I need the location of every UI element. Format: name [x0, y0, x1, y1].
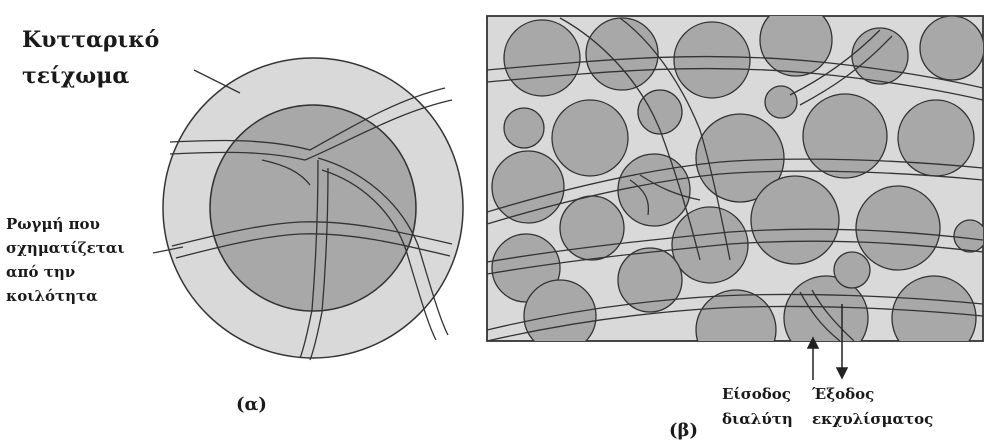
cell-interior — [210, 105, 416, 311]
cell-circle — [618, 154, 690, 226]
cell-circle — [920, 16, 984, 80]
cell-wall-label: Κυτταρικό τείχωμα — [22, 22, 159, 94]
cell-wall-label-line1: Κυτταρικό — [22, 22, 159, 58]
extract-outlet-label: Έξοδος εκχυλίσματος — [812, 382, 933, 432]
panel-b-caption: (β) — [669, 420, 698, 441]
crack-label-line4: κοιλότητα — [6, 284, 125, 308]
crack-label-line3: από την — [6, 260, 125, 284]
panel-b-bed — [487, 4, 985, 380]
outlet-arrowhead — [837, 368, 847, 378]
cell-circle — [586, 18, 658, 90]
cell-circle — [803, 94, 887, 178]
cell-circle — [552, 100, 628, 176]
outlet-label-line1: Έξοδος — [812, 382, 933, 407]
crack-label-line2: σχηματίζεται — [6, 236, 125, 260]
cell-circle — [856, 186, 940, 270]
cell-circle — [751, 176, 839, 264]
cell-circle — [834, 252, 870, 288]
solvent-inlet-label: Είσοδος διαλύτη — [722, 382, 793, 432]
inlet-label-line2: διαλύτη — [722, 407, 793, 432]
cell-circle — [672, 207, 748, 283]
cell-circle — [504, 20, 580, 96]
cell-circle — [638, 90, 682, 134]
inlet-label-line1: Είσοδος — [722, 382, 793, 407]
cell-circle — [954, 220, 985, 252]
cell-wall-label-line2: τείχωμα — [22, 58, 159, 94]
cell-circle — [765, 86, 797, 118]
cell-circle — [852, 28, 908, 84]
outlet-label-line2: εκχυλίσματος — [812, 407, 933, 432]
panel-a-cell — [153, 58, 463, 360]
cell-circle — [560, 196, 624, 260]
cell-circle — [784, 276, 868, 360]
cell-circle — [674, 22, 750, 98]
cell-circle — [760, 4, 832, 76]
cell-circle — [696, 290, 776, 370]
panel-a-caption: (α) — [236, 394, 267, 415]
cell-circle — [504, 108, 544, 148]
crack-label: Ρωγμή που σχηματίζεται από την κοιλότητα — [6, 212, 125, 308]
crack-label-line1: Ρωγμή που — [6, 212, 125, 236]
cell-circle — [892, 276, 976, 360]
